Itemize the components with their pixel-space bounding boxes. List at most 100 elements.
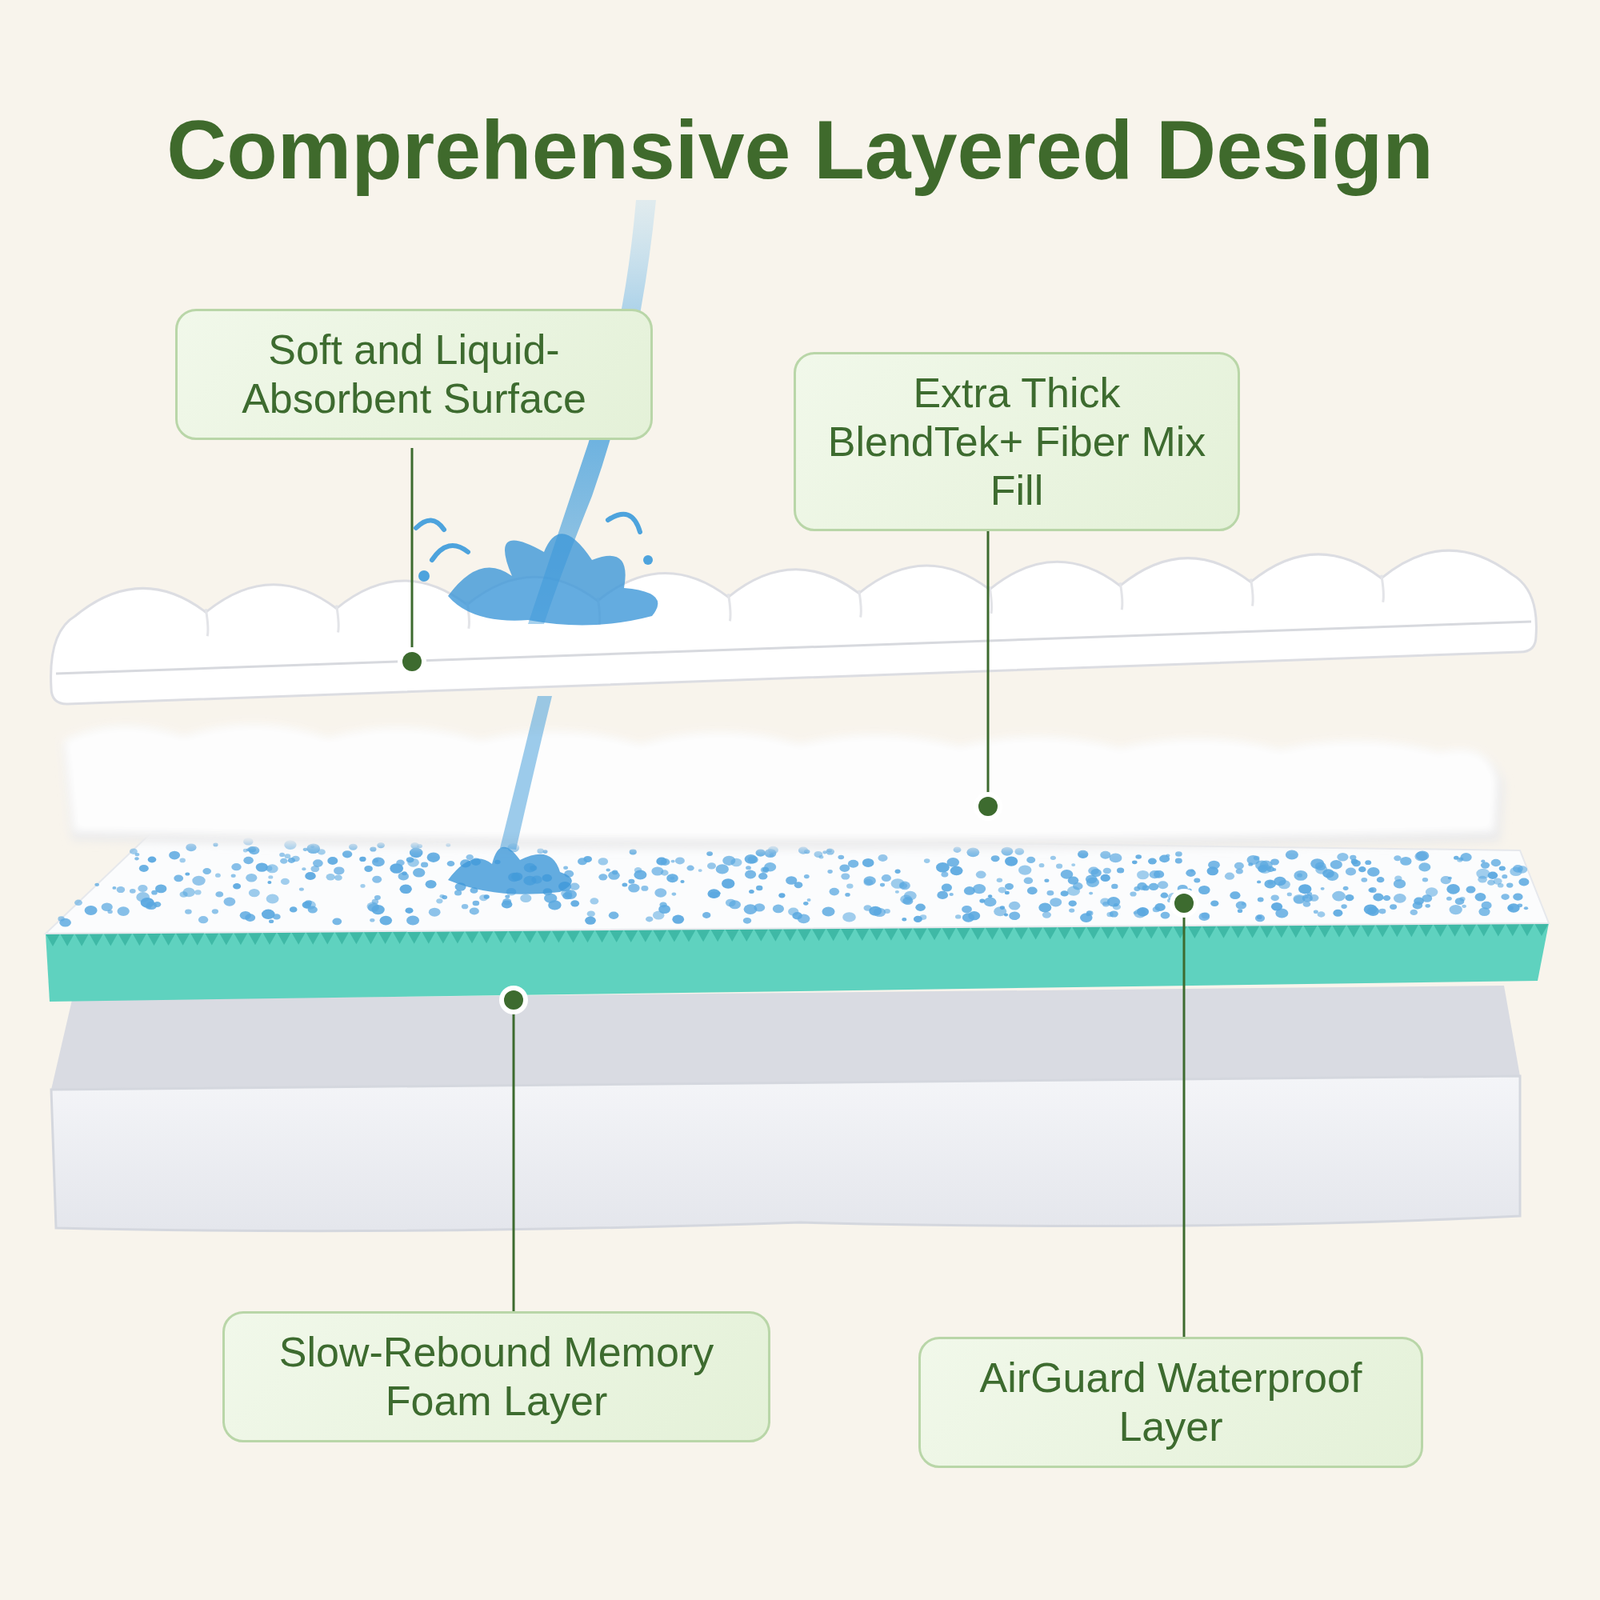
water-droplet xyxy=(59,918,72,928)
water-droplet xyxy=(1027,887,1038,896)
quilt-seam xyxy=(1381,575,1384,603)
water-droplet xyxy=(1313,909,1319,914)
water-droplet xyxy=(420,862,428,868)
water-droplet xyxy=(840,872,850,880)
water-droplet xyxy=(608,871,620,880)
water-droplet xyxy=(135,852,140,856)
water-droplet xyxy=(441,895,448,900)
water-droplet xyxy=(1320,887,1325,891)
callout-text: Soft and Liquid-Absorbent Surface xyxy=(200,325,628,424)
water-droplet xyxy=(1135,854,1142,860)
water-droplet xyxy=(1394,876,1402,882)
water-droplet xyxy=(240,911,252,920)
water-droplet xyxy=(868,906,882,916)
water-droplet xyxy=(1270,858,1280,865)
quilt-seam xyxy=(859,590,862,618)
water-droplet xyxy=(1315,864,1328,874)
water-droplet xyxy=(745,865,752,870)
water-droplet xyxy=(1185,869,1196,877)
water-droplet xyxy=(633,870,647,880)
water-droplet xyxy=(1278,880,1291,889)
water-droplet xyxy=(1207,866,1220,876)
water-droplet xyxy=(1368,888,1374,892)
water-droplet xyxy=(1148,858,1157,865)
water-droplet xyxy=(180,858,186,864)
callout-text: Slow-Rebound Memory Foam Layer xyxy=(247,1328,746,1426)
water-splash xyxy=(416,514,640,560)
water-droplet xyxy=(1049,897,1062,907)
water-droplet xyxy=(1293,870,1308,881)
water-droplet xyxy=(1224,872,1235,880)
water-droplet xyxy=(686,865,694,872)
water-droplet xyxy=(950,865,964,876)
water-droplet xyxy=(698,868,703,872)
water-droplet xyxy=(1047,890,1055,896)
water-droplet xyxy=(288,857,296,864)
water-droplet xyxy=(675,856,685,864)
water-droplet xyxy=(398,872,409,880)
water-droplet xyxy=(1393,893,1407,904)
water-droplet xyxy=(1477,876,1488,884)
water-droplet xyxy=(1418,862,1431,872)
water-droplet xyxy=(1360,877,1368,883)
water-droplet xyxy=(1175,858,1183,864)
water-droplet xyxy=(185,843,196,852)
water-droplet xyxy=(1524,906,1528,910)
water-droplet xyxy=(1364,860,1372,865)
water-droplet xyxy=(425,880,437,888)
water-droplet xyxy=(587,910,596,917)
water-droplet xyxy=(672,892,677,896)
leader-dot xyxy=(1169,888,1199,918)
water-droplet xyxy=(1024,876,1034,884)
water-droplet xyxy=(74,900,83,906)
water-droplet xyxy=(901,917,907,921)
water-droplet xyxy=(224,897,236,907)
water-droplet xyxy=(936,862,950,873)
water-droplet xyxy=(941,884,952,892)
water-droplet xyxy=(428,908,441,917)
water-droplet xyxy=(1257,897,1264,903)
water-droplet xyxy=(1512,893,1523,901)
water-droplet xyxy=(504,895,510,899)
water-droplet xyxy=(334,874,343,880)
water-droplet xyxy=(248,846,256,853)
water-droplet xyxy=(804,849,810,855)
water-droplet xyxy=(1340,904,1347,909)
water-droplet xyxy=(215,891,224,897)
water-droplet xyxy=(991,855,1000,862)
water-droplet xyxy=(1480,860,1485,864)
water-droplet xyxy=(1461,904,1467,908)
water-droplet xyxy=(359,856,366,862)
water-droplet xyxy=(231,874,236,878)
leader-dot xyxy=(978,796,998,816)
water-droplet xyxy=(807,898,812,902)
water-droplet xyxy=(570,900,580,907)
water-droplet xyxy=(1153,870,1164,879)
water-droplet xyxy=(1129,891,1136,896)
quilt-seam xyxy=(728,593,731,621)
water-droplet xyxy=(756,849,766,857)
water-droplet xyxy=(1446,896,1452,901)
water-droplet xyxy=(520,894,532,904)
water-droplet xyxy=(215,873,221,878)
water-droplet xyxy=(583,856,592,863)
water-droplet xyxy=(1383,895,1391,901)
water-droplet xyxy=(708,888,721,899)
water-droplet xyxy=(1132,860,1138,864)
waterproof-base xyxy=(51,985,1520,1232)
water-droplet xyxy=(364,865,373,872)
water-droplet xyxy=(829,888,840,896)
foam-body xyxy=(45,923,1549,1002)
leader-dot xyxy=(973,792,1003,821)
water-droplet xyxy=(412,868,425,878)
water-droplet xyxy=(1044,879,1049,883)
water-droplet xyxy=(764,848,777,858)
water-droplet xyxy=(748,889,755,894)
water-droplet xyxy=(248,846,260,855)
water-droplet xyxy=(184,908,192,914)
water xyxy=(416,200,658,895)
water-droplet xyxy=(1004,883,1014,890)
quilted-layer xyxy=(51,550,1537,704)
water-droplet xyxy=(469,907,480,915)
quilt-seam xyxy=(205,608,208,636)
